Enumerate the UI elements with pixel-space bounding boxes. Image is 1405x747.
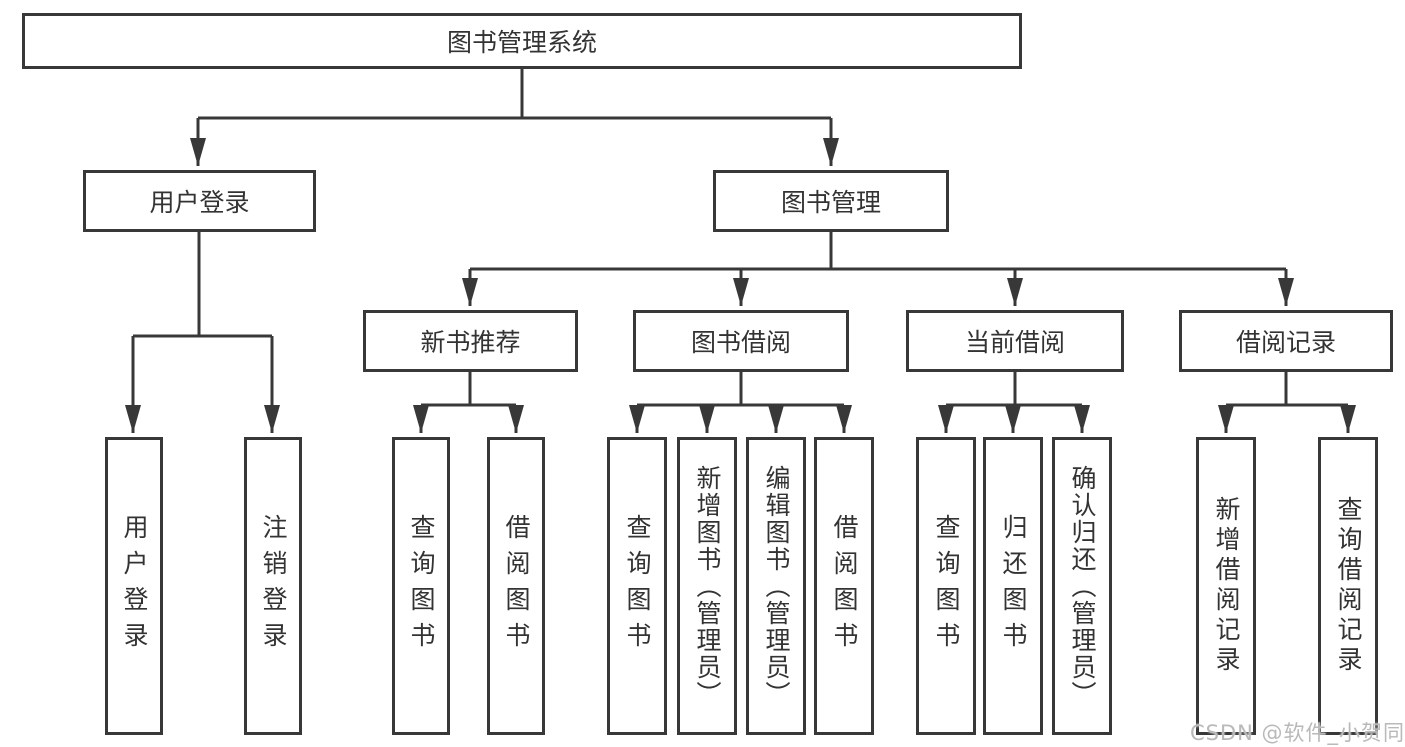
node-book-management: 图书管理 xyxy=(713,170,949,232)
node-query-borrow-record: 查询借阅记录 xyxy=(1318,437,1378,735)
node-add-borrow-record: 新增借阅记录 xyxy=(1196,437,1256,735)
node-label: 图书借阅 xyxy=(690,328,791,357)
node-query-books-recommend: 查询图书 xyxy=(392,437,450,735)
node-library-management-system: 图书管理系统 xyxy=(22,13,1022,69)
node-return-book: 归还图书 xyxy=(983,437,1043,735)
node-label: 归还图书 xyxy=(999,514,1028,658)
node-query-books-current: 查询图书 xyxy=(916,437,976,735)
node-label: 新增借阅记录 xyxy=(1212,496,1241,676)
node-label: 注销登录 xyxy=(259,514,288,658)
node-confirm-return-admin: 确认归还（管理员） xyxy=(1052,437,1112,735)
node-label: 用户登录 xyxy=(149,188,250,217)
node-book-borrow: 图书借阅 xyxy=(633,310,849,372)
node-label: 查询图书 xyxy=(407,514,436,658)
node-label: 借阅图书 xyxy=(830,514,859,658)
node-borrow-records: 借阅记录 xyxy=(1179,310,1393,372)
node-label: 查询借阅记录 xyxy=(1334,496,1363,676)
node-user-login-group: 用户登录 xyxy=(83,170,316,232)
node-borrow-books-recommend: 借阅图书 xyxy=(487,437,545,735)
node-label: 查询图书 xyxy=(932,514,961,658)
node-edit-book-admin: 编辑图书（管理员） xyxy=(746,437,806,735)
node-label: 查询图书 xyxy=(623,514,652,658)
node-label: 借阅图书 xyxy=(502,514,531,658)
node-label: 确认归还（管理员） xyxy=(1068,464,1097,708)
node-new-book-recommend: 新书推荐 xyxy=(363,310,578,372)
node-label: 当前借阅 xyxy=(964,328,1065,357)
node-borrow-books: 借阅图书 xyxy=(814,437,874,735)
node-label: 图书管理 xyxy=(780,188,881,217)
node-add-book-admin: 新增图书（管理员） xyxy=(677,437,737,735)
node-label: 用户登录 xyxy=(120,514,149,658)
node-query-books-borrow: 查询图书 xyxy=(607,437,667,735)
node-label: 新书推荐 xyxy=(420,328,521,357)
node-label: 借阅记录 xyxy=(1235,328,1336,357)
node-logout: 注销登录 xyxy=(244,437,302,735)
node-label: 编辑图书（管理员） xyxy=(762,464,791,708)
csdn-watermark: CSDN @软件_小贺同学 xyxy=(1190,721,1405,745)
node-label: 新增图书（管理员） xyxy=(693,464,722,708)
node-current-borrow: 当前借阅 xyxy=(906,310,1124,372)
node-user-login: 用户登录 xyxy=(105,437,163,735)
node-label: 图书管理系统 xyxy=(446,28,597,57)
